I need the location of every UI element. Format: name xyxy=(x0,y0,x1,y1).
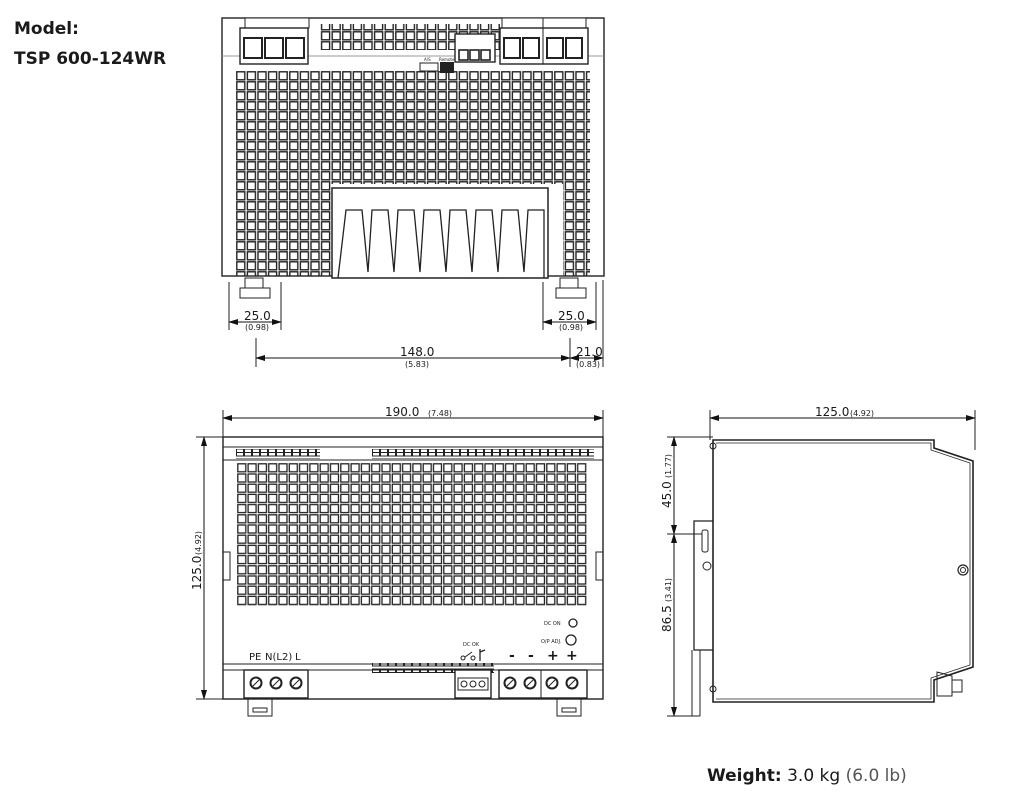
dim-side-depth: 125.0 xyxy=(815,405,849,419)
terminal-label-n: N(L2) xyxy=(265,652,292,663)
terminal-label-l: L xyxy=(295,652,301,663)
remote-label: Remote xyxy=(439,57,455,62)
dim-side-upper: 45.0 xyxy=(660,481,674,508)
op-adj-potentiometer-icon[interactable] xyxy=(565,634,577,646)
weight-value: 3.0 kg xyxy=(787,766,841,786)
input-terminal-top xyxy=(239,17,310,65)
dim-clip-spacing: 148.0 xyxy=(400,345,434,359)
output-label-plus-2: + xyxy=(566,648,578,664)
weight-spec: Weight: 3.0 kg (6.0 lb) xyxy=(707,766,907,786)
dc-ok-terminal xyxy=(454,669,492,699)
dim-side-lower-in: (3.41) xyxy=(664,578,673,602)
output-terminal-block xyxy=(498,669,588,699)
side-view: 125.0 (4.92) 45.0 (1.77) 86.5 (3.41) xyxy=(660,405,976,717)
dim-top-left-clip-in: (0.98) xyxy=(245,323,269,332)
dim-top-right-clip-in: (0.98) xyxy=(559,323,583,332)
dc-on-led-icon xyxy=(568,618,578,628)
output-label-minus-1: - xyxy=(509,648,515,664)
dim-front-width-in: (7.48) xyxy=(428,409,452,418)
heatsink xyxy=(331,187,549,279)
top-view: A/S Remote 25.0 (0.98) 25.0 (0.98) 148.0… xyxy=(221,17,605,369)
dim-front-height: 125.0 xyxy=(190,556,204,590)
dim-front-height-in: (4.92) xyxy=(194,531,203,555)
ground-screw-icon xyxy=(957,564,969,576)
relay-switch-icon xyxy=(460,649,486,661)
front-view: 190.0 (7.48) PE N(L2) L DC OK DC ON O/P … xyxy=(190,405,604,717)
din-clip-left xyxy=(239,277,271,299)
dc-on-label: DC ON xyxy=(544,621,561,627)
model-label: Model: xyxy=(14,19,79,39)
as-label: A/S xyxy=(424,57,431,62)
terminal-label-pe: PE xyxy=(249,652,261,663)
model-number: TSP 600-124WR xyxy=(14,49,167,69)
dim-side-depth-in: (4.92) xyxy=(850,409,874,418)
dim-top-left-clip: 25.0 xyxy=(244,309,271,323)
dim-right-offset: 21.0 xyxy=(576,345,603,359)
output-terminal-top xyxy=(499,17,589,65)
dim-top-right-clip: 25.0 xyxy=(558,309,585,323)
output-label-minus-2: - xyxy=(528,648,534,664)
dim-front-width: 190.0 xyxy=(385,405,419,419)
output-label-plus-1: + xyxy=(547,648,559,664)
dc-ok-label: DC OK xyxy=(463,642,480,648)
op-adj-label: O/P ADJ. xyxy=(541,639,562,645)
din-clip-right xyxy=(555,277,587,299)
dim-side-upper-in: (1.77) xyxy=(664,454,673,478)
dim-clip-spacing-in: (5.83) xyxy=(405,360,429,369)
input-terminal-block xyxy=(243,669,309,699)
dim-side-lower: 86.5 xyxy=(660,605,674,632)
weight-label: Weight: xyxy=(707,766,782,786)
weight-value-lb: (6.0 lb) xyxy=(845,766,907,786)
dim-right-offset-in: (0.83) xyxy=(576,360,600,369)
model-heading: Model: TSP 600-124WR xyxy=(14,14,166,74)
